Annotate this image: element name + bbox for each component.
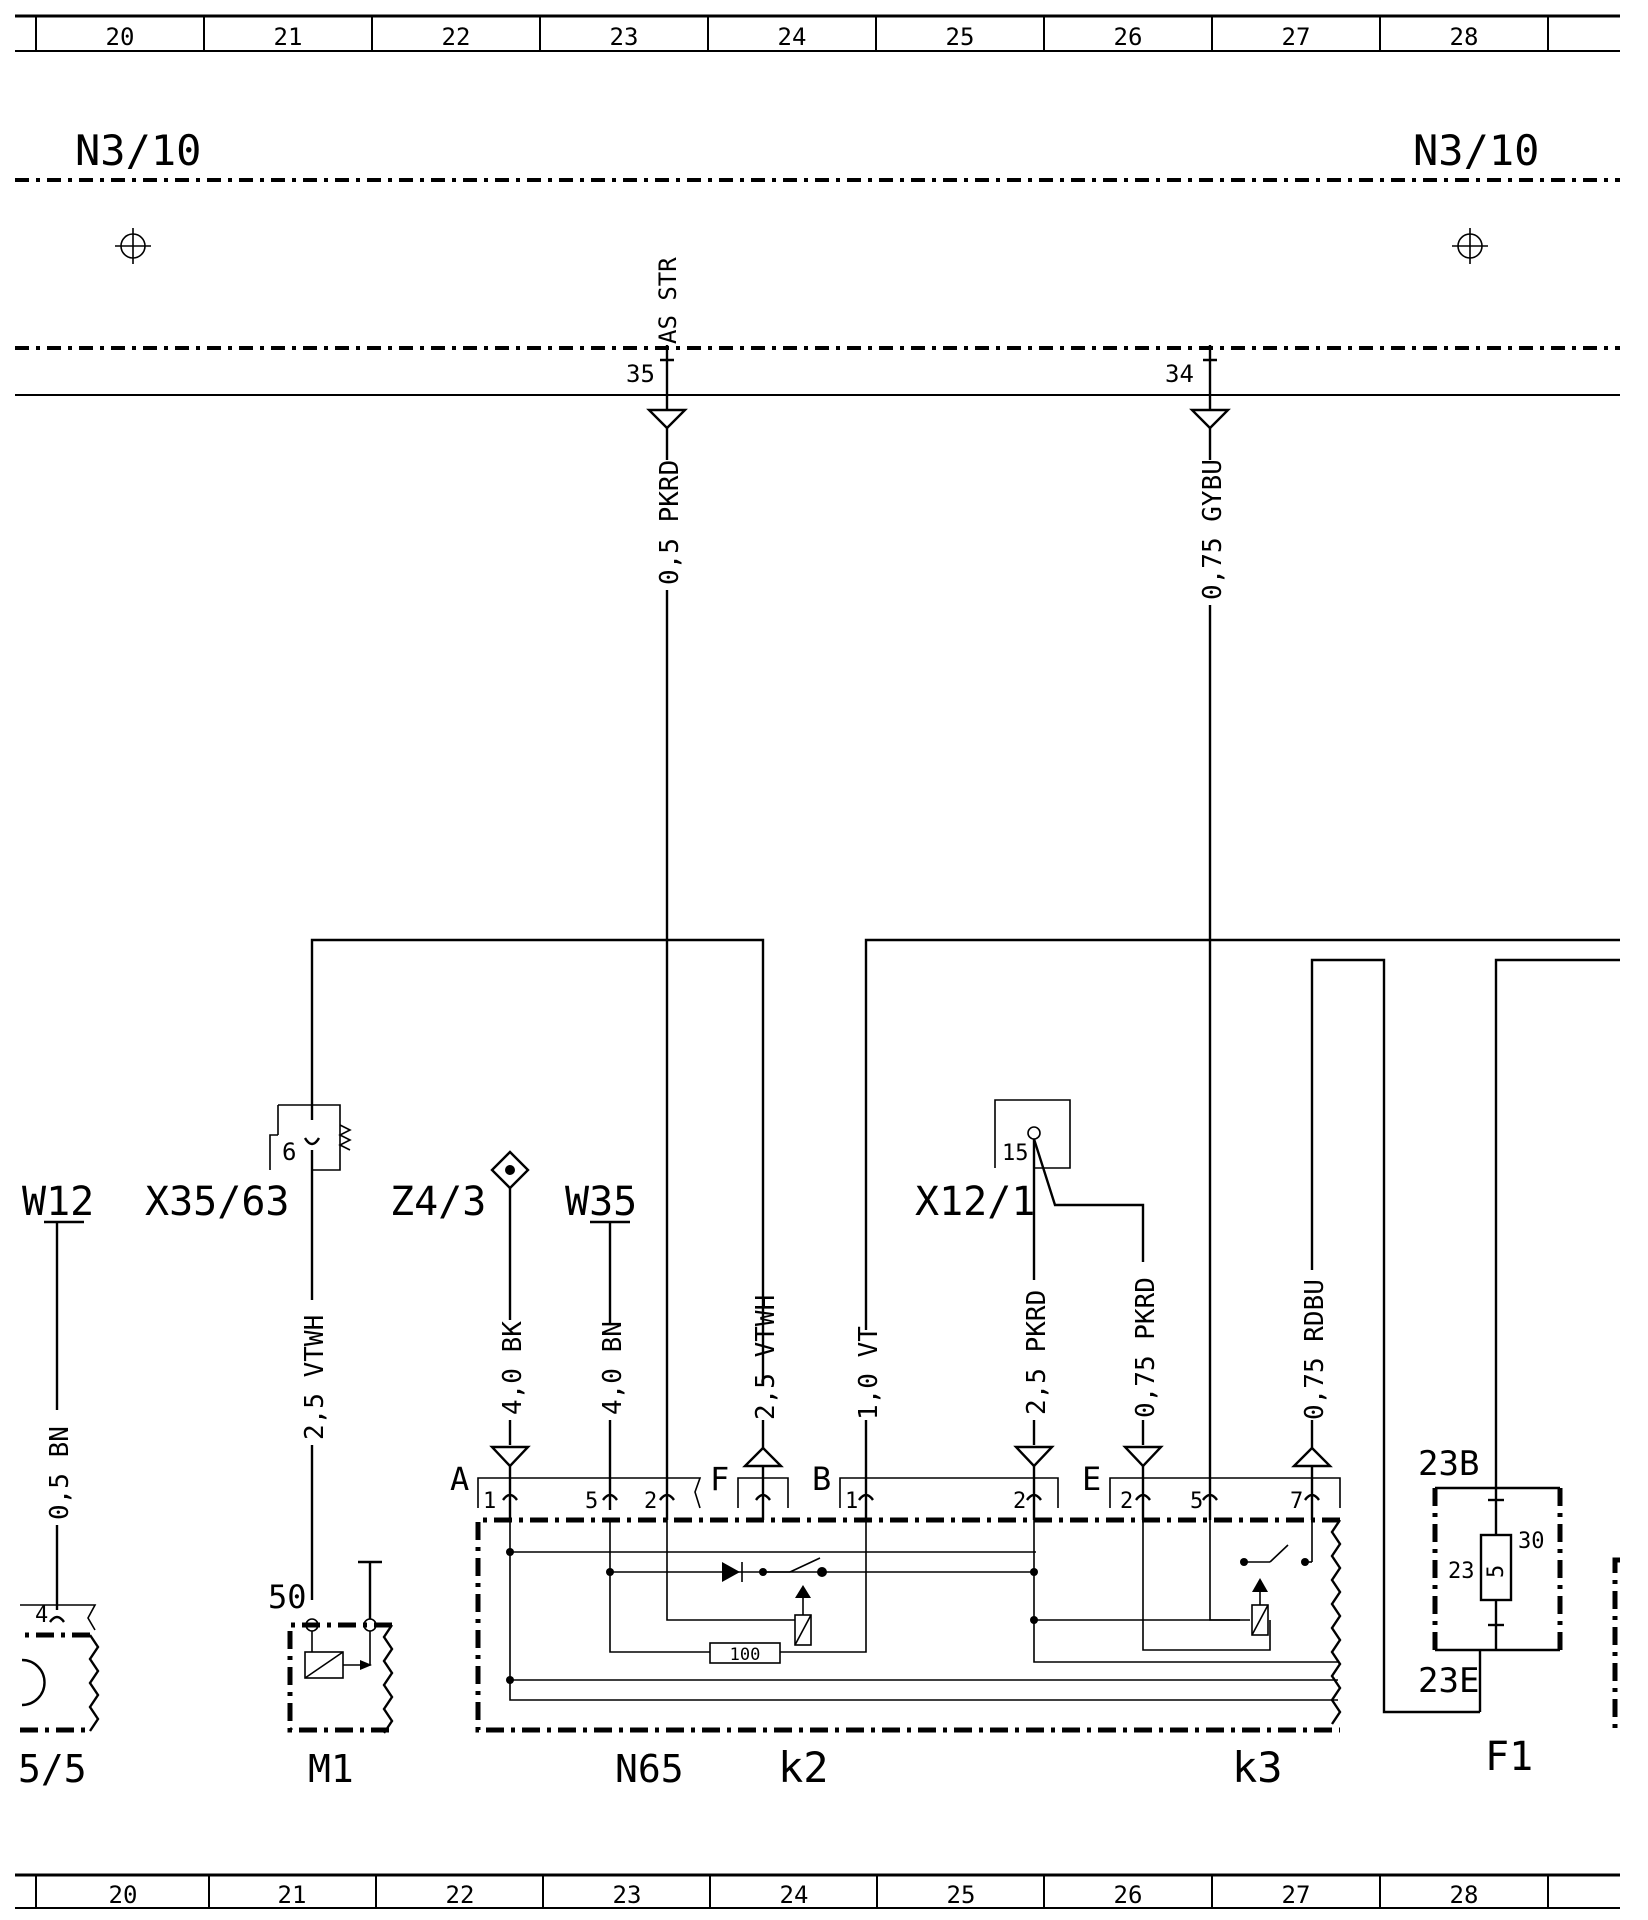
plug-b: B <box>812 1460 831 1498</box>
wire-label: 0,5 PKRD <box>655 460 685 585</box>
grid-cell: 28 <box>1450 1881 1479 1909</box>
f1-bottom: 23E <box>1418 1661 1479 1701</box>
m1-pin: 50 <box>268 1578 307 1616</box>
m1-component: 50 M1 <box>268 1560 394 1791</box>
f1-left: 23 <box>1448 1559 1475 1584</box>
grid-cell: 20 <box>106 23 135 51</box>
f1-center: 5 <box>1484 1565 1509 1578</box>
pin-b2: 2 <box>1013 1489 1026 1514</box>
wire-label: 0,5 BN <box>45 1426 75 1520</box>
component-left-partial: 5/5 <box>18 1747 87 1791</box>
w35-component: W35 4,0 BN <box>565 1179 637 1510</box>
grid-cell: 24 <box>778 23 807 51</box>
signal-label: AS STR <box>654 257 682 344</box>
wire-pkrd-35: 0,5 PKRD <box>646 345 688 1520</box>
ground-icon <box>115 228 151 264</box>
f1-right: 30 <box>1518 1529 1545 1554</box>
wire-label: 2,5 PKRD <box>1022 1290 1052 1415</box>
splice-icon <box>490 1150 530 1190</box>
wire-label: 2,5 VTWH <box>751 1295 781 1420</box>
wire-label: 1,0 VT <box>854 1326 884 1420</box>
left-pin: 4 <box>35 1603 48 1628</box>
pin-a5: 5 <box>585 1489 598 1514</box>
wire-label: 0,75 PKRD <box>1131 1277 1161 1418</box>
diode-icon <box>722 1562 743 1582</box>
relay-k3-icon <box>1240 1520 1313 1636</box>
grid-cell: 22 <box>446 1881 475 1909</box>
upper-wiring <box>310 938 1620 1714</box>
n65-module: 100 <box>475 1517 1342 1733</box>
w12-component: W12 0,5 BN <box>22 1179 94 1610</box>
n3-10-bus: N3/10 N3/10 AS STR 35 34 <box>15 126 1620 396</box>
top-grid-ruler: 20 21 22 23 24 25 26 27 28 <box>15 14 1620 52</box>
grid-cell: 25 <box>947 1881 976 1909</box>
grid-cell: 21 <box>274 23 303 51</box>
grid-cell: 27 <box>1282 1881 1311 1909</box>
component-z4: Z4/3 <box>390 1179 486 1225</box>
component-f1: F1 <box>1485 1734 1533 1780</box>
connector-plugs: A 1 5 2 F B 1 2 E 2 5 7 <box>450 1460 1341 1514</box>
grid-cell: 23 <box>613 1881 642 1909</box>
pin-e5: 5 <box>1190 1489 1203 1514</box>
bottom-grid-ruler: 20 21 22 23 24 25 26 27 28 <box>15 1873 1620 1909</box>
grid-cell: 24 <box>780 1881 809 1909</box>
resistor-icon: 100 <box>709 1642 781 1665</box>
grid-cell: 26 <box>1114 23 1143 51</box>
grid-cell: 25 <box>946 23 975 51</box>
bus-pin-35: 35 <box>626 360 655 388</box>
component-m1: M1 <box>308 1747 354 1791</box>
grid-cell: 22 <box>442 23 471 51</box>
f1-top: 23B <box>1418 1444 1479 1484</box>
plug-e: E <box>1082 1460 1101 1498</box>
pin-e7: 7 <box>1290 1489 1303 1514</box>
bus-label-left: N3/10 <box>75 126 201 175</box>
wire-label: 0,75 GYBU <box>1198 459 1228 600</box>
component-x12: X12/1 <box>915 1179 1035 1225</box>
pin-a2: 2 <box>644 1489 657 1514</box>
component-k2: k2 <box>778 1743 829 1792</box>
wire-rdbu: 0,75 RDBU <box>1291 1279 1333 1520</box>
wire-pkrd-x12b: 0,75 PKRD <box>1122 1277 1164 1520</box>
pin-a1: 1 <box>483 1489 496 1514</box>
grid-cell: 27 <box>1282 23 1311 51</box>
resistor-value: 100 <box>730 1645 761 1665</box>
module-labels: N65 k2 k3 <box>615 1743 1283 1792</box>
x12-pin: 15 <box>1002 1141 1029 1166</box>
component-x35: X35/63 <box>145 1179 290 1225</box>
wire-label: 0,75 RDBU <box>1300 1279 1330 1420</box>
bus-label-right: N3/10 <box>1413 126 1539 175</box>
grid-cell: 21 <box>278 1881 307 1909</box>
plug-a: A <box>450 1460 469 1498</box>
wire-label: 4,0 BN <box>598 1321 628 1415</box>
pin-e2: 2 <box>1120 1489 1133 1514</box>
x35-63-component: X35/63 6 2,5 VTWH <box>145 1104 352 1600</box>
grid-cell: 26 <box>1114 1881 1143 1909</box>
ground-icon <box>1452 228 1488 264</box>
grid-cell: 23 <box>610 23 639 51</box>
wire-pkrd-x12a: 2,5 PKRD <box>1013 1290 1055 1520</box>
right-edge-partial <box>1612 1557 1620 1733</box>
grid-cell: 28 <box>1450 23 1479 51</box>
plug-f: F <box>710 1460 729 1498</box>
component-n65: N65 <box>615 1747 684 1791</box>
left-partial-component: 4 5/5 <box>18 1603 100 1791</box>
x35-pin: 6 <box>282 1138 296 1166</box>
wire-label: 4,0 BK <box>498 1321 528 1415</box>
relay-k2-icon <box>759 1557 827 1646</box>
z4-3-component: Z4/3 4,0 BK <box>390 1150 531 1520</box>
wire-vt-b: 1,0 VT <box>854 1285 884 1520</box>
wire-label: 2,5 VTWH <box>300 1315 330 1440</box>
grid-cell: 20 <box>109 1881 138 1909</box>
pin-b1: 1 <box>845 1489 858 1514</box>
wire-vtwh-f: 2,5 VTWH <box>742 1285 784 1520</box>
bus-pin-34: 34 <box>1165 360 1194 388</box>
x12-1-component: X12/1 15 <box>915 1099 1145 1280</box>
component-k3: k3 <box>1232 1743 1283 1792</box>
f1-fuse: 23B 5 23 30 23E F1 <box>1418 1444 1563 1780</box>
component-w12: W12 <box>22 1179 94 1225</box>
wire-gybu-34: 0,75 GYBU <box>1189 345 1231 1520</box>
component-w35: W35 <box>565 1179 637 1225</box>
